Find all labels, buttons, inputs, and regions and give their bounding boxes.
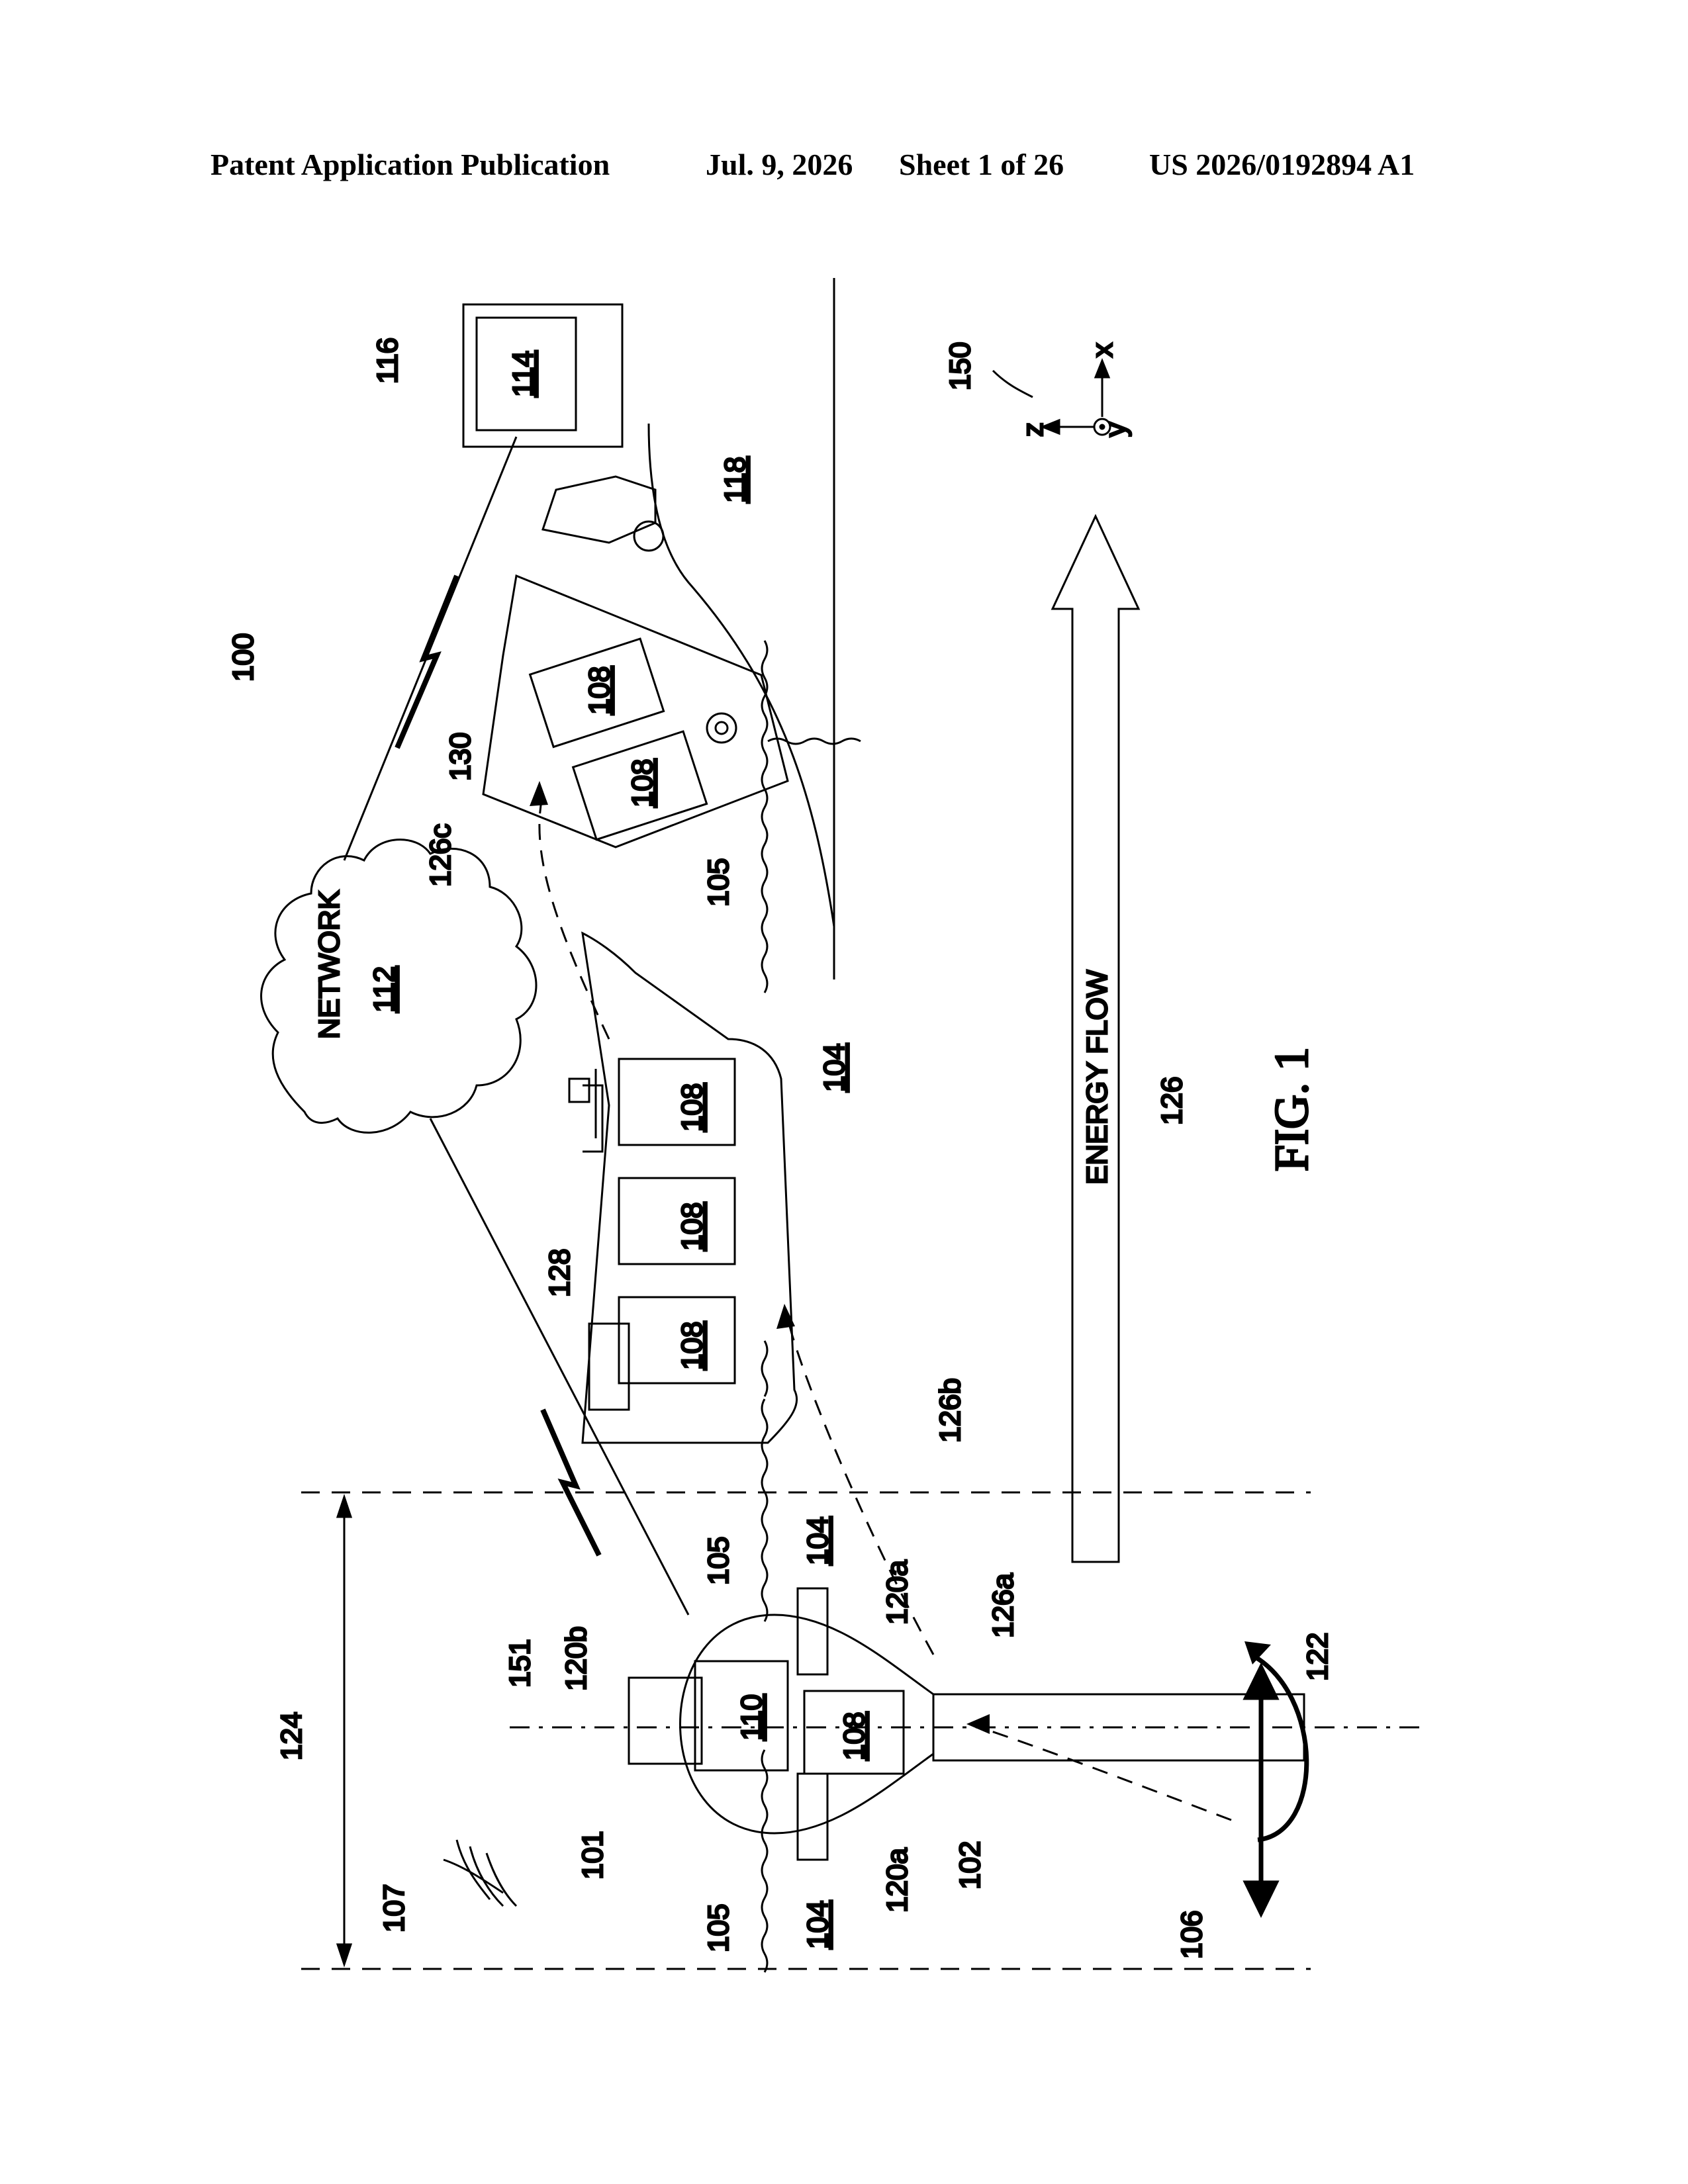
energy-flow-word: ENERGY FLOW xyxy=(1081,970,1113,1185)
charging-station xyxy=(463,304,622,447)
label-105-middle: 105 xyxy=(702,1537,735,1585)
axis-label-y: y xyxy=(1100,422,1132,437)
label-122: 122 xyxy=(1301,1633,1334,1681)
shoreline xyxy=(649,278,861,979)
wind-arrows xyxy=(444,1840,516,1906)
communication-links xyxy=(344,437,688,1615)
label-102: 102 xyxy=(954,1841,986,1889)
label-101: 101 xyxy=(577,1831,609,1880)
label-107: 107 xyxy=(378,1884,410,1933)
label-105-upper: 105 xyxy=(702,858,735,907)
coordinate-axes xyxy=(993,361,1110,435)
label-130: 130 xyxy=(444,733,477,781)
label-108-vessel-2: 108 xyxy=(676,1203,708,1251)
label-105-lower: 105 xyxy=(702,1904,735,1952)
label-100: 100 xyxy=(227,633,259,682)
label-126: 126 xyxy=(1156,1077,1188,1125)
zone-dimension-arrow xyxy=(338,1497,351,1964)
label-108-vessel-1: 108 xyxy=(676,1322,708,1370)
label-118: 118 xyxy=(719,457,751,503)
label-104-upper: 104 xyxy=(818,1044,851,1092)
axis-label-z: z xyxy=(1017,422,1049,437)
label-106: 106 xyxy=(1176,1911,1208,1959)
label-108-device: 108 xyxy=(838,1712,870,1760)
label-110: 110 xyxy=(735,1694,768,1741)
figure-labels: 100 116 114 118 130 108 108 126c 105 104… xyxy=(227,338,1334,1959)
label-108-trailer-2: 108 xyxy=(626,759,659,807)
label-120a-lower: 120a xyxy=(881,1848,914,1913)
label-104-lower: 104 xyxy=(802,1901,834,1949)
axis-label-x: x xyxy=(1086,343,1119,357)
label-116: 116 xyxy=(371,338,404,384)
label-126a: 126a xyxy=(987,1573,1019,1638)
label-120b: 120b xyxy=(560,1626,592,1691)
label-108-vessel-3: 108 xyxy=(676,1083,708,1132)
label-126b: 126b xyxy=(934,1378,966,1443)
label-104-middle: 104 xyxy=(802,1517,834,1565)
label-112: 112 xyxy=(368,966,400,1013)
label-108-trailer-1: 108 xyxy=(583,666,616,715)
transfer-arrow-a xyxy=(980,1727,1231,1820)
water-surface-line xyxy=(762,641,767,1972)
label-120a-upper: 120a xyxy=(881,1560,914,1625)
network-word: NETWORK xyxy=(313,890,346,1039)
label-128: 128 xyxy=(543,1249,576,1297)
label-150: 150 xyxy=(944,342,976,390)
heave-motion-arrow xyxy=(1246,1668,1276,1913)
label-114: 114 xyxy=(507,351,539,397)
label-151: 151 xyxy=(504,1639,536,1688)
label-124: 124 xyxy=(275,1712,308,1760)
label-126c: 126c xyxy=(424,824,457,887)
figure-caption: FIG. 1 xyxy=(1265,1047,1318,1171)
